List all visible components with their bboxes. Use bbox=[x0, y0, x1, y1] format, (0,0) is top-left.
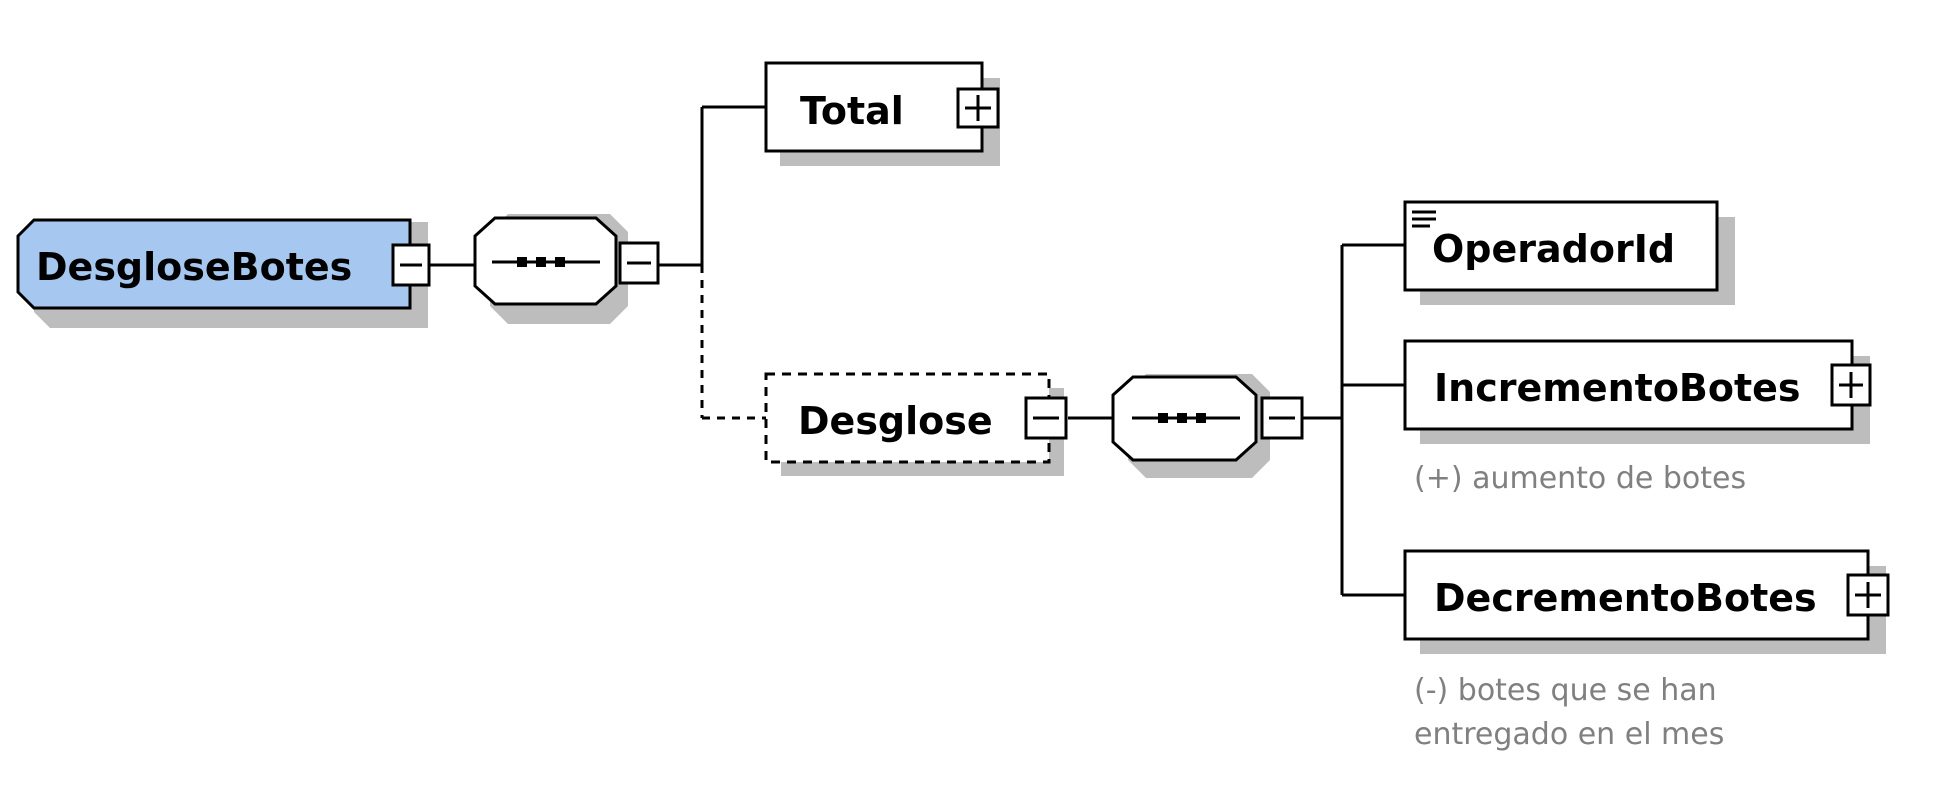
decremento-annotation-line-2: entregado en el mes bbox=[1414, 717, 1724, 752]
element-total-label: Total bbox=[800, 89, 904, 133]
sequence-icon bbox=[492, 257, 600, 267]
text-content-icon bbox=[1412, 210, 1436, 228]
incremento-annotation: (+) aumento de botes bbox=[1414, 461, 1746, 496]
element-operador-id[interactable]: OperadorId bbox=[1403, 200, 1735, 305]
decremento-annotation-line-1: (-) botes que se han bbox=[1414, 673, 1717, 708]
root-element-label: DesgloseBotes bbox=[36, 245, 352, 289]
element-decremento-botes[interactable]: DecrementoBotes bbox=[1403, 549, 1890, 654]
element-total[interactable]: Total bbox=[764, 61, 1000, 166]
decremento-expand-toggle[interactable] bbox=[1846, 573, 1890, 617]
root-collapse-toggle[interactable] bbox=[391, 243, 431, 287]
sequence-icon bbox=[1132, 413, 1240, 423]
sequence-1-collapse-toggle[interactable] bbox=[618, 241, 660, 285]
incremento-expand-toggle[interactable] bbox=[1830, 363, 1872, 407]
total-expand-toggle[interactable] bbox=[956, 87, 1000, 129]
sequence-compositor-2[interactable] bbox=[1111, 374, 1304, 478]
root-element-shape bbox=[16, 218, 412, 310]
sequence-compositor-1[interactable] bbox=[473, 214, 660, 324]
element-incremento-botes-label: IncrementoBotes bbox=[1434, 366, 1801, 410]
element-incremento-botes[interactable]: IncrementoBotes bbox=[1403, 339, 1872, 444]
element-desglose-label: Desglose bbox=[798, 399, 993, 443]
root-element-node[interactable]: DesgloseBotes bbox=[16, 218, 431, 328]
connectors bbox=[428, 105, 1405, 597]
sequence-2-collapse-toggle[interactable] bbox=[1260, 396, 1304, 440]
desglose-collapse-toggle[interactable] bbox=[1024, 396, 1068, 440]
element-desglose[interactable]: Desglose bbox=[764, 372, 1068, 476]
element-decremento-botes-label: DecrementoBotes bbox=[1434, 576, 1817, 620]
element-operador-id-label: OperadorId bbox=[1432, 227, 1675, 271]
